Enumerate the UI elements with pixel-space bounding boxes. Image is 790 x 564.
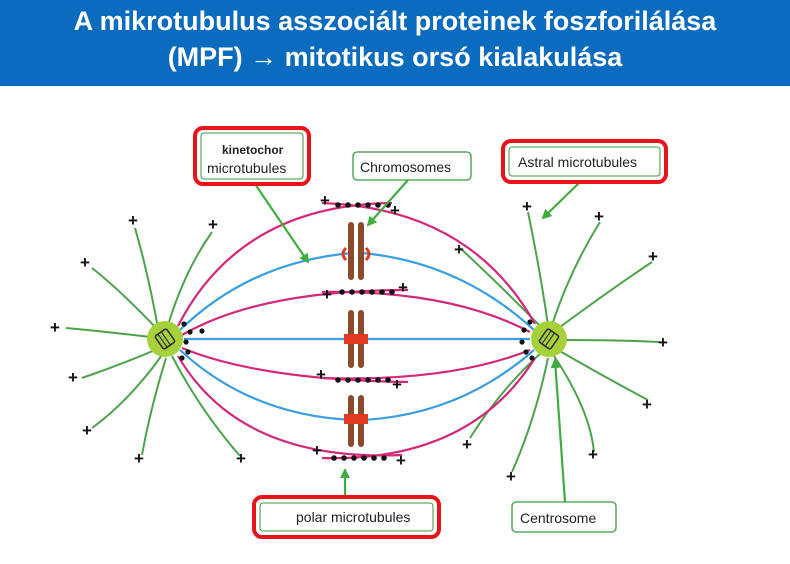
chromosome — [344, 395, 368, 447]
chromosomes-label: Chromosomes — [352, 151, 472, 181]
plus-sign: + — [134, 449, 144, 468]
plus-sign: + — [316, 365, 326, 384]
plus-sign: + — [236, 449, 246, 468]
plus-sign: + — [208, 215, 218, 234]
plus-end-markers: + + + + + + + + + + + + + + + + + + + + … — [50, 191, 668, 486]
plus-sign: + — [588, 445, 598, 464]
centrosome-label: Centrosome — [511, 501, 617, 533]
plus-sign: + — [312, 441, 322, 460]
mitotic-spindle-diagram: + + + + + + + + + + + + + + + + + + + + … — [50, 126, 668, 539]
polar-microtubules-label: polar microtubules — [252, 495, 441, 539]
centrosome-label-text: Centrosome — [520, 510, 596, 526]
chromosomes-label-text: Chromosomes — [360, 159, 451, 175]
astral-microtubules-label: Astral microtubules — [501, 139, 668, 184]
page-title-line-1: A mikrotubulus asszociált proteinek fosz… — [73, 6, 717, 36]
chromosome — [341, 222, 371, 280]
plus-sign: + — [320, 191, 330, 210]
plus-sign: + — [390, 201, 400, 220]
plus-sign: + — [128, 211, 138, 230]
kinetochor-label-line1: kinetochor — [222, 143, 284, 157]
kinetochor-label-line2: microtubules — [207, 160, 286, 176]
plus-sign: + — [522, 197, 532, 216]
page-title-line-2: (MPF) → mitotikus orsó kialakulása — [167, 42, 623, 72]
chromosomes-arrow — [366, 179, 409, 227]
motor-protein-dots — [179, 202, 535, 461]
title-bar: A mikrotubulus asszociált proteinek fosz… — [0, 0, 790, 86]
chromosome — [344, 310, 368, 368]
astral-arrow — [541, 181, 581, 220]
polar-microtubules — [177, 201, 536, 460]
polar-label-text: polar microtubules — [296, 509, 410, 525]
plus-sign: + — [68, 368, 78, 387]
kinetochore-microtubules — [179, 251, 535, 422]
centrosome-right — [531, 321, 567, 357]
kinetochor-arrow — [254, 183, 310, 264]
plus-sign: + — [396, 451, 406, 470]
plus-sign: + — [454, 240, 464, 259]
plus-sign: + — [322, 285, 332, 304]
plus-sign: + — [642, 395, 652, 414]
plus-sign: + — [50, 318, 60, 337]
plus-sign: + — [398, 278, 408, 297]
plus-sign: + — [648, 247, 658, 266]
label-arrows — [254, 179, 581, 503]
centrosome-left — [147, 321, 183, 357]
plus-sign: + — [392, 375, 402, 394]
plus-sign: + — [506, 467, 516, 486]
centrosome-arrow — [550, 358, 567, 503]
astral-label-text: Astral microtubules — [518, 154, 637, 170]
plus-sign: + — [82, 421, 92, 440]
plus-sign: + — [658, 333, 668, 352]
plus-sign: + — [594, 207, 604, 226]
plus-sign: + — [80, 253, 90, 272]
plus-sign: + — [462, 435, 472, 454]
kinetochor-microtubules-label: kinetochor microtubules — [193, 126, 311, 186]
astral-microtubules-right — [459, 211, 661, 473]
